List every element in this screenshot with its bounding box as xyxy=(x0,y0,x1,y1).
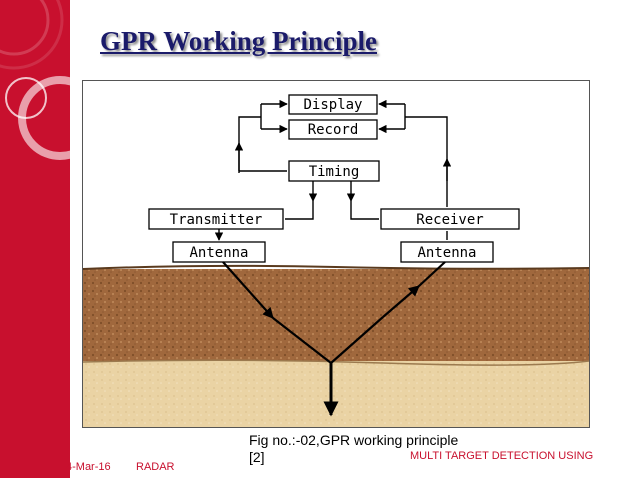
record-box: Record xyxy=(288,119,378,140)
decorative-rings xyxy=(0,0,70,160)
sand-layer xyxy=(83,361,589,427)
figure-caption: Fig no.:-02,GPR working principle [2] xyxy=(249,432,549,466)
footer-date: 4-Mar-16 xyxy=(66,461,111,473)
receiver-label: Receiver xyxy=(416,212,483,228)
record-label: Record xyxy=(308,122,359,138)
caption-line-1: Fig no.:-02,GPR working principle xyxy=(249,432,459,448)
slide-title: GPR Working Principle xyxy=(100,26,378,56)
footer-left-text: RADAR xyxy=(136,461,175,473)
antenna-tx-box: Antenna xyxy=(172,241,266,263)
antenna-rx-label: Antenna xyxy=(417,245,476,261)
gpr-diagram-svg: Display Record Timing Transmitter Receiv… xyxy=(82,94,590,427)
display-box: Display xyxy=(288,94,378,115)
antenna-tx-label: Antenna xyxy=(189,245,248,261)
antenna-rx-box: Antenna xyxy=(400,241,494,263)
layer-boundary-line xyxy=(82,359,590,366)
footer-right-text: MULTI TARGET DETECTION USING xyxy=(410,450,594,462)
connector-lines xyxy=(214,99,452,241)
gpr-diagram: Display Record Timing Transmitter Receiv… xyxy=(82,80,590,428)
transmitter-box: Transmitter xyxy=(148,208,284,230)
transmitter-label: Transmitter xyxy=(170,212,263,228)
timing-box: Timing xyxy=(288,160,380,182)
display-label: Display xyxy=(303,97,362,113)
soil-layer xyxy=(83,269,589,361)
sidebar-decoration xyxy=(0,0,70,478)
caption-line-2: [2] xyxy=(249,449,265,465)
wave-paths xyxy=(222,261,446,417)
ground-surface-line xyxy=(82,264,590,270)
receiver-box: Receiver xyxy=(380,208,520,230)
timing-label: Timing xyxy=(309,164,360,180)
